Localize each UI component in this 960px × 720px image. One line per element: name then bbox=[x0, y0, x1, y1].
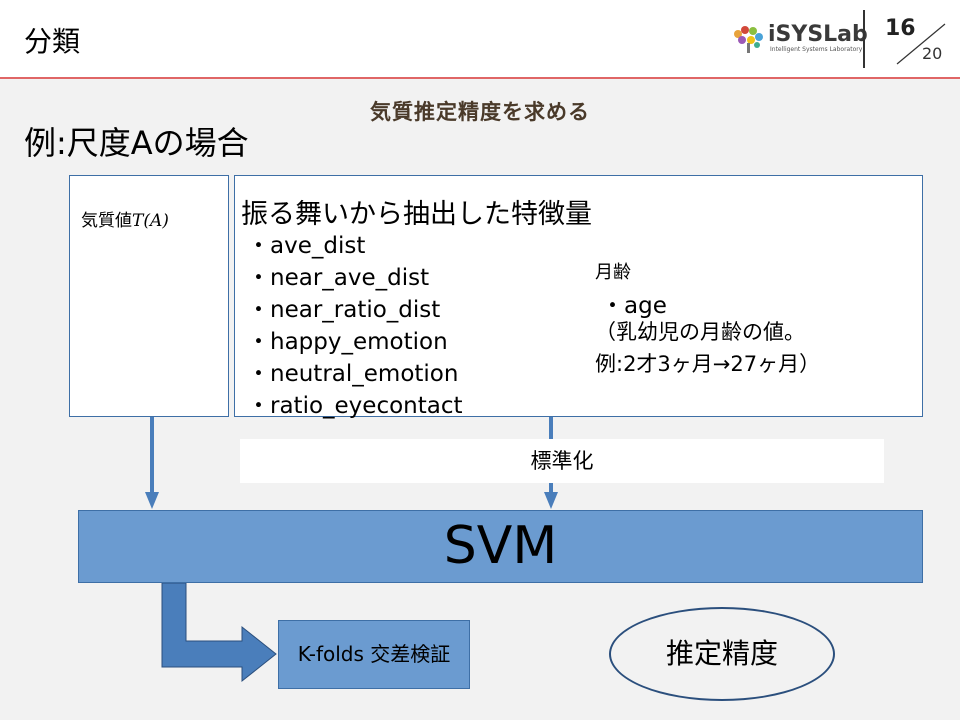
age-description-line1: （乳幼児の月齢の値。 bbox=[595, 320, 805, 344]
arrow-svm-to-kfold bbox=[161, 582, 277, 683]
list-item: ・near_ave_dist bbox=[247, 265, 430, 291]
slide-subtitle: 気質推定精度を求める bbox=[370, 100, 590, 124]
page-slash bbox=[896, 23, 946, 65]
age-description-line2: 例:2才3ヶ月→27ヶ月） bbox=[595, 352, 821, 376]
logo-subtext: Intelligent Systems Laboratory bbox=[770, 46, 863, 53]
page-total: 20 bbox=[922, 44, 943, 63]
estimation-accuracy-ellipse: 推定精度 bbox=[609, 607, 835, 701]
page-number: 16 bbox=[885, 16, 916, 41]
list-item: ・happy_emotion bbox=[247, 329, 448, 355]
features-title: 振る舞いから抽出した特徴量 bbox=[241, 199, 592, 230]
feature-list: ・ave_dist ・near_ave_dist ・near_ratio_dis… bbox=[247, 230, 463, 422]
svm-box: SVM bbox=[78, 510, 923, 583]
age-label: 月齢 bbox=[595, 262, 631, 283]
temperament-text: 気質値 bbox=[81, 211, 132, 231]
logo-text: iSYSLab bbox=[768, 22, 868, 47]
lab-logo: iSYSLab Intelligent Systems Laboratory bbox=[730, 22, 868, 56]
temperament-math: T(A) bbox=[132, 211, 169, 231]
features-box: 振る舞いから抽出した特徴量 ・ave_dist ・near_ave_dist ・… bbox=[234, 175, 923, 419]
arrow-temperament-to-svm bbox=[145, 417, 159, 509]
list-item: ・neutral_emotion bbox=[247, 361, 459, 387]
slide-header: 分類 iSYSLab Intelligent Systems Laborator… bbox=[0, 0, 960, 78]
age-item: ・age bbox=[601, 293, 667, 319]
header-accent-line bbox=[0, 77, 960, 79]
temperament-label: 気質値T(A) bbox=[81, 206, 169, 231]
list-item: ・ratio_eyecontact bbox=[247, 393, 463, 419]
list-item: ・near_ratio_dist bbox=[247, 297, 441, 323]
kfold-cross-validation-box: K-folds 交差検証 bbox=[278, 620, 470, 689]
example-title: 例:尺度Aの場合 bbox=[24, 124, 249, 162]
temperament-box: 気質値T(A) bbox=[69, 175, 229, 417]
header-divider bbox=[863, 10, 865, 68]
brain-logo-icon bbox=[734, 26, 763, 53]
list-item: ・ave_dist bbox=[247, 233, 366, 259]
standardization-label: 標準化 bbox=[240, 439, 884, 483]
slide-title: 分類 bbox=[24, 25, 81, 58]
